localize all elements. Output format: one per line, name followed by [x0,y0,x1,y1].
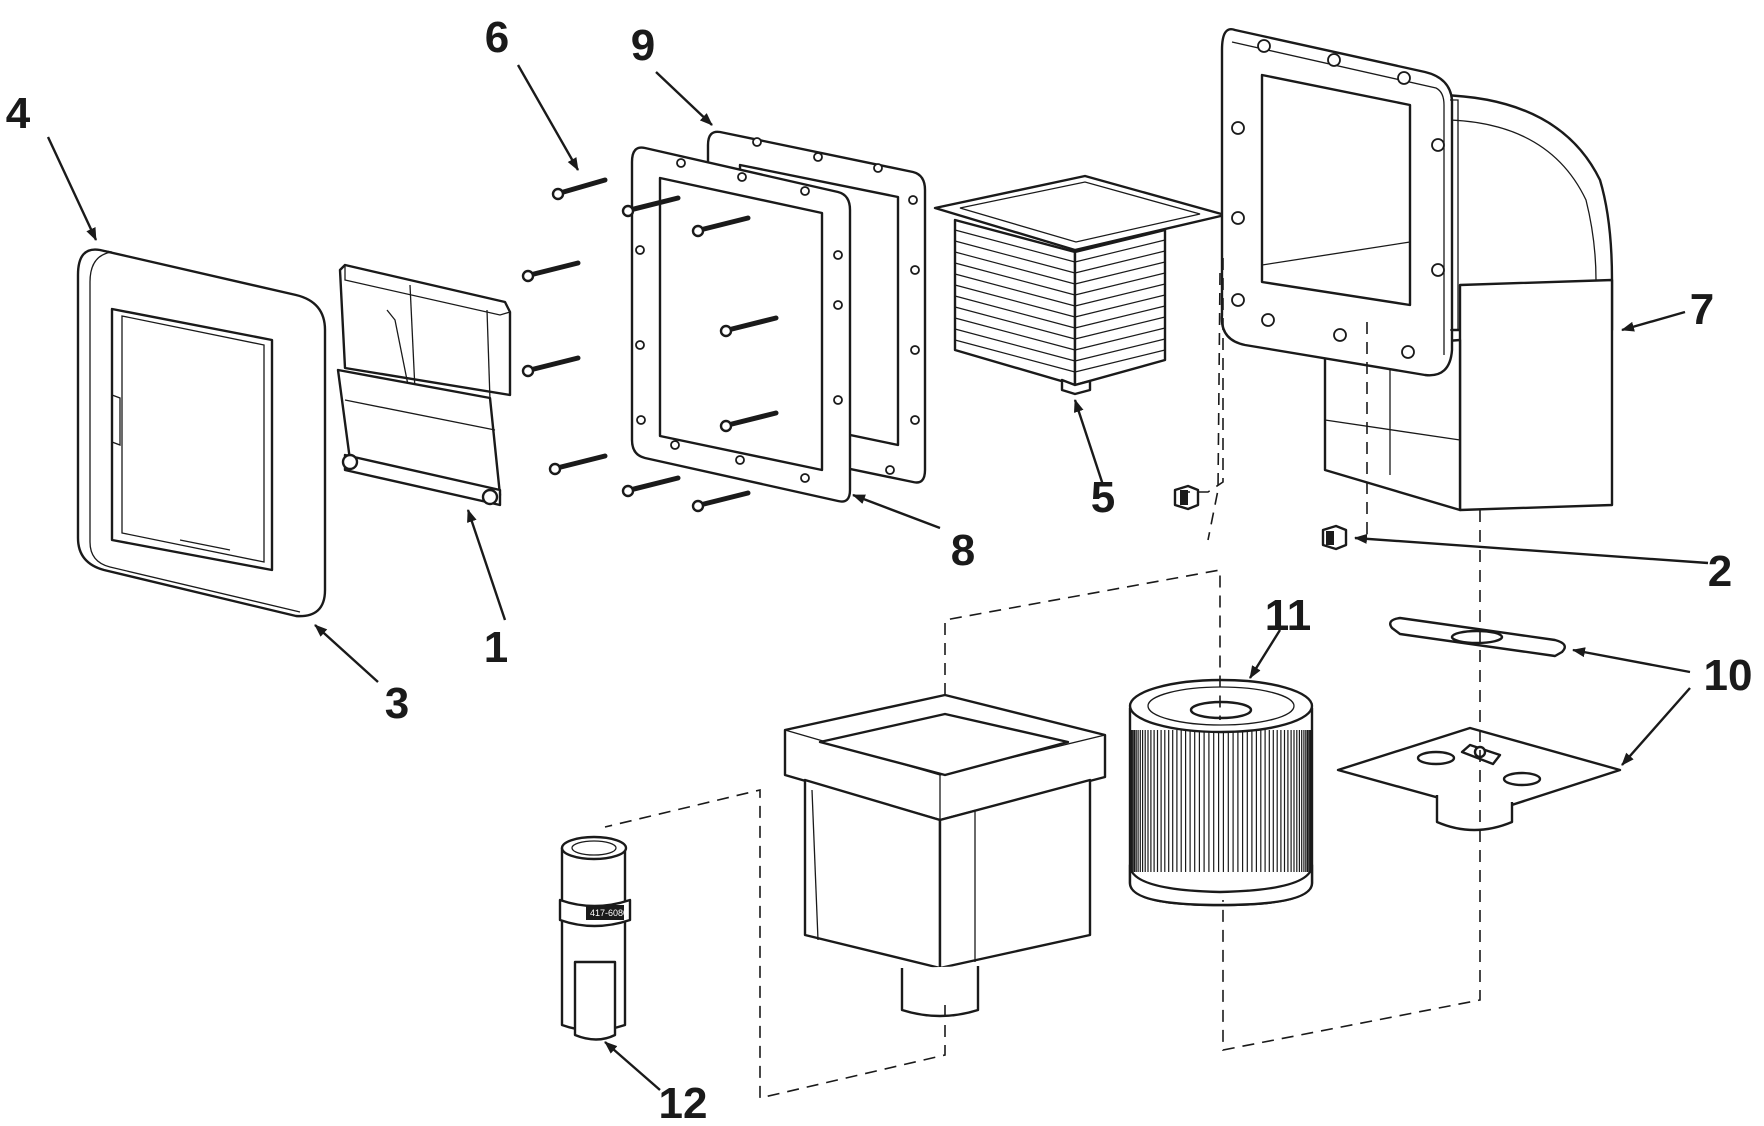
callout-11: 11 [1265,591,1312,640]
basket-part [933,174,1227,396]
skimmer-body-part [783,693,1107,1018]
callout-5: 5 [1091,473,1115,522]
callout-1: 1 [484,623,508,672]
gasket-holes [752,137,920,475]
callout-7: 7 [1690,285,1714,334]
leader-lines [46,64,1709,1091]
peg-parts [1173,484,1348,551]
weir-door-part [336,263,512,507]
callout-2: 2 [1708,547,1732,596]
screw [521,260,581,283]
faceplate-part [76,248,327,618]
bottom-plate-part [1336,616,1622,832]
screw [548,453,608,476]
callout-labels: 1 2 3 4 5 6 7 8 9 10 11 12 [6,13,1753,1126]
callout-3: 3 [385,679,409,728]
vacuum-adapter-part: 417-6080 [558,835,632,1041]
screw [521,355,581,378]
skimmer-housing-part [1220,28,1614,512]
part-stamp: 417-6080 [590,908,628,918]
callout-6: 6 [485,13,509,62]
screw [621,195,681,218]
housing-holes [1231,39,1445,359]
screws-part [521,177,779,513]
callout-8: 8 [951,526,975,575]
basket-slats [954,229,1166,373]
screw [621,475,681,498]
filter-pleats [1129,730,1313,872]
callout-9: 9 [631,21,655,70]
screw [691,490,751,513]
filter-cartridge-part [1128,678,1314,907]
callout-10: 10 [1704,651,1753,700]
screw [719,410,779,433]
alignment-lines [604,258,1481,1100]
callout-4: 4 [6,89,31,138]
screw [719,315,779,338]
screw [691,215,751,238]
callout-12: 12 [659,1079,708,1126]
screw [551,177,608,201]
plate-holes [635,158,843,483]
